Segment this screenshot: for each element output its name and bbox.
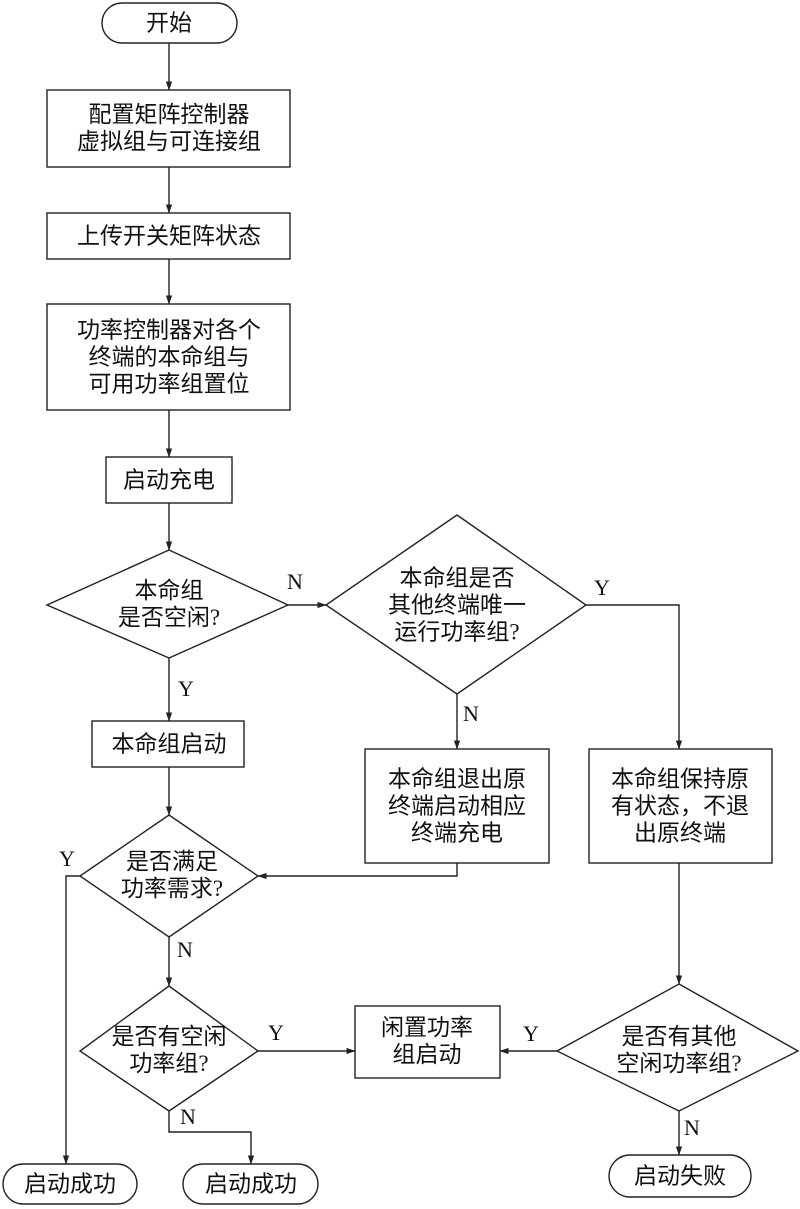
node-label-line: 功率控制器对各个 bbox=[77, 318, 261, 343]
edge-label-own-idle-yes: Y bbox=[178, 676, 194, 701]
node-label-line: 功率需求? bbox=[121, 876, 223, 901]
decision-power-demand-met-label: 是否满足功率需求? bbox=[121, 849, 223, 901]
edge-label-idle-group-yes: Y bbox=[268, 1020, 284, 1045]
node-exit-original-terminal-label: 本命组退出原终端启动相应终端充电 bbox=[388, 767, 526, 846]
node-label-line: 其他终端唯一 bbox=[388, 593, 526, 618]
edge-label-only-group-yes: Y bbox=[594, 575, 610, 600]
decision-other-idle-group-label: 是否有其他空闲功率组? bbox=[616, 1024, 741, 1076]
edge-only-group-yes bbox=[586, 604, 683, 750]
node-configure: 配置矩阵控制器虚拟组与可连接组 bbox=[46, 89, 291, 168]
node-label-line: 本命组 bbox=[135, 578, 204, 603]
node-label-line: 启动失败 bbox=[634, 1164, 726, 1189]
decision-only-running-group: 本命组是否其他终端唯一运行功率组? bbox=[324, 514, 588, 695]
node-upload-state-label: 上传开关矩阵状态 bbox=[77, 224, 261, 249]
node-label-line: 是否有其他 bbox=[622, 1024, 737, 1049]
decision-idle-power-group-label: 是否有空闲功率组? bbox=[112, 1024, 227, 1076]
edge-label-power-met-yes: Y bbox=[59, 846, 75, 871]
node-own-group-start-label: 本命组启动 bbox=[112, 732, 227, 757]
node-start: 开始 bbox=[101, 2, 238, 44]
node-upload-state: 上传开关矩阵状态 bbox=[46, 212, 291, 260]
node-label-line: 上传开关矩阵状态 bbox=[77, 224, 261, 249]
terminal-success-1: 启动成功 bbox=[2, 1163, 138, 1205]
node-label-line: 是否满足 bbox=[126, 849, 218, 874]
node-label-line: 终端充电 bbox=[411, 821, 503, 846]
edge-power-met-yes bbox=[62, 875, 80, 1165]
node-label-line: 终端启动相应 bbox=[388, 794, 526, 819]
edge-label-only-group-no: N bbox=[463, 701, 479, 726]
node-keep-state: 本命组保持原有状态，不退出原终端 bbox=[588, 748, 773, 864]
edge-label-other-idle-yes: Y bbox=[523, 1021, 539, 1046]
node-exit-original-terminal: 本命组退出原终端启动相应终端充电 bbox=[364, 748, 550, 864]
node-label-line: 功率组? bbox=[129, 1051, 208, 1076]
node-label-line: 组启动 bbox=[393, 1042, 462, 1067]
node-label-line: 虚拟组与可连接组 bbox=[77, 129, 261, 154]
node-label-line: 空闲功率组? bbox=[616, 1051, 741, 1076]
terminal-success-1-label: 启动成功 bbox=[24, 1172, 116, 1197]
edge-label-other-idle-no: N bbox=[684, 1115, 700, 1140]
node-idle-group-start: 闲置功率组启动 bbox=[354, 1005, 501, 1079]
node-start-charging-label: 启动充电 bbox=[123, 468, 215, 493]
node-label-line: 本命组保持原 bbox=[611, 767, 749, 792]
node-set-groups-label: 功率控制器对各个终端的本命组与可用功率组置位 bbox=[77, 318, 261, 397]
node-label-line: 启动成功 bbox=[205, 1172, 297, 1197]
edge-label-idle-group-no: N bbox=[180, 1104, 196, 1129]
decision-idle-power-group: 是否有空闲功率组? bbox=[78, 985, 260, 1112]
node-label-line: 有状态，不退 bbox=[611, 794, 749, 819]
node-label-line: 本命组启动 bbox=[112, 732, 227, 757]
node-keep-state-label: 本命组保持原有状态，不退出原终端 bbox=[611, 767, 749, 846]
decision-other-idle-group: 是否有其他空闲功率组? bbox=[555, 983, 800, 1112]
edge-exit-original-to-q-power-met bbox=[257, 863, 458, 880]
edge-idle-group-no bbox=[168, 1111, 255, 1165]
edge-label-power-met-no: N bbox=[177, 937, 193, 962]
node-configure-label: 配置矩阵控制器虚拟组与可连接组 bbox=[77, 102, 261, 154]
node-start-charging: 启动充电 bbox=[105, 456, 233, 504]
node-label-line: 可用功率组置位 bbox=[89, 372, 250, 397]
terminal-success-2: 启动成功 bbox=[182, 1163, 319, 1205]
decision-only-running-group-label: 本命组是否其他终端唯一运行功率组? bbox=[388, 566, 526, 645]
terminal-fail-label: 启动失败 bbox=[634, 1164, 726, 1189]
node-label-line: 本命组退出原 bbox=[388, 767, 526, 792]
node-label-line: 闲置功率 bbox=[381, 1015, 473, 1040]
node-label-line: 启动充电 bbox=[123, 468, 215, 493]
node-label-line: 是否空闲? bbox=[118, 605, 220, 630]
terminal-fail: 启动失败 bbox=[608, 1154, 752, 1198]
node-label-line: 是否有空闲 bbox=[112, 1024, 227, 1049]
node-own-group-start: 本命组启动 bbox=[91, 720, 245, 768]
node-start-label: 开始 bbox=[146, 11, 192, 36]
edge-labels: N Y Y N Y N Y N Y N bbox=[59, 569, 700, 1140]
terminal-success-2-label: 启动成功 bbox=[205, 1172, 297, 1197]
node-set-groups: 功率控制器对各个终端的本命组与可用功率组置位 bbox=[46, 303, 291, 411]
node-label-line: 运行功率组? bbox=[394, 620, 519, 645]
node-label-line: 开始 bbox=[146, 11, 192, 36]
decision-own-group-idle: 本命组是否空闲? bbox=[45, 549, 290, 659]
edge-label-own-idle-no: N bbox=[287, 569, 303, 594]
node-idle-group-start-label: 闲置功率组启动 bbox=[381, 1015, 473, 1067]
decision-power-demand-met: 是否满足功率需求? bbox=[78, 814, 260, 938]
node-label-line: 配置矩阵控制器 bbox=[89, 102, 250, 127]
node-label-line: 终端的本命组与 bbox=[89, 345, 250, 370]
node-label-line: 出原终端 bbox=[634, 821, 726, 846]
node-label-line: 本命组是否 bbox=[400, 566, 515, 591]
decision-own-group-idle-label: 本命组是否空闲? bbox=[118, 578, 220, 630]
connectors bbox=[62, 43, 683, 1165]
node-label-line: 启动成功 bbox=[24, 1172, 116, 1197]
